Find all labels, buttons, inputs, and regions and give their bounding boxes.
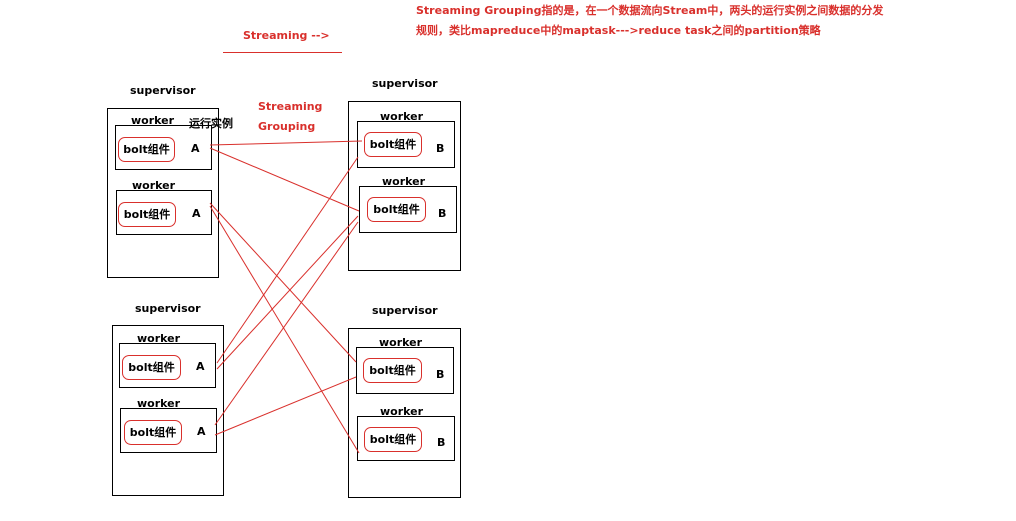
- supervisor-label: supervisor: [135, 302, 201, 315]
- worker-box: [357, 121, 455, 168]
- worker-label: worker: [137, 397, 181, 410]
- stream-line: [214, 376, 357, 436]
- instance-a: A: [196, 360, 205, 373]
- worker-label: worker: [382, 175, 426, 188]
- legend-line: [223, 52, 342, 53]
- supervisor-label: supervisor: [372, 304, 438, 317]
- streaming-grouping-label-line-1: Streaming: [258, 100, 323, 113]
- instance-a: A: [192, 207, 201, 220]
- worker-box: [120, 408, 217, 453]
- description-line-1: Streaming Grouping指的是，在一个数据流向Stream中，两头的…: [416, 4, 884, 17]
- instance-b: B: [437, 436, 446, 449]
- bolt-component: bolt组件: [118, 137, 175, 162]
- bolt-component: bolt组件: [122, 355, 181, 380]
- bolt-component: bolt组件: [367, 197, 426, 222]
- bolt-component: bolt组件: [364, 427, 422, 452]
- worker-label: worker: [131, 114, 175, 127]
- instance-a: A: [191, 142, 200, 155]
- worker-label: worker: [132, 179, 176, 192]
- worker-label: worker: [379, 336, 423, 349]
- instance-label: 运行实例: [189, 117, 233, 130]
- stream-line: [216, 215, 359, 370]
- bolt-component: bolt组件: [364, 132, 422, 157]
- stream-line: [209, 205, 360, 454]
- worker-box: [116, 190, 212, 235]
- stream-line: [209, 147, 360, 212]
- stream-line: [216, 156, 359, 364]
- bolt-component: bolt组件: [363, 358, 422, 383]
- bolt-component: bolt组件: [118, 202, 176, 227]
- worker-box: [356, 347, 454, 394]
- instance-b: B: [436, 368, 445, 381]
- instance-b: B: [438, 207, 447, 220]
- streaming-grouping-label-line-2: Grouping: [258, 120, 316, 133]
- instance-b: B: [436, 142, 445, 155]
- stream-line: [209, 140, 363, 146]
- supervisor-box: [107, 108, 219, 278]
- worker-label: worker: [380, 110, 424, 123]
- worker-label: worker: [137, 332, 181, 345]
- supervisor-box: [112, 325, 224, 496]
- stream-line: [209, 202, 357, 363]
- worker-box: [119, 343, 216, 388]
- description-line-2: 规则，类比mapreduce中的maptask--->reduce task之间…: [416, 24, 821, 37]
- instance-a: A: [197, 425, 206, 438]
- worker-box: [359, 186, 457, 233]
- stream-line: [214, 221, 359, 426]
- legend-label: Streaming -->: [243, 29, 330, 42]
- supervisor-label: supervisor: [372, 77, 438, 90]
- bolt-component: bolt组件: [124, 420, 182, 445]
- worker-label: worker: [380, 405, 424, 418]
- supervisor-label: supervisor: [130, 84, 196, 97]
- worker-box: [357, 416, 455, 461]
- worker-box: [115, 125, 212, 170]
- supervisor-box: [348, 328, 461, 498]
- supervisor-box: [348, 101, 461, 271]
